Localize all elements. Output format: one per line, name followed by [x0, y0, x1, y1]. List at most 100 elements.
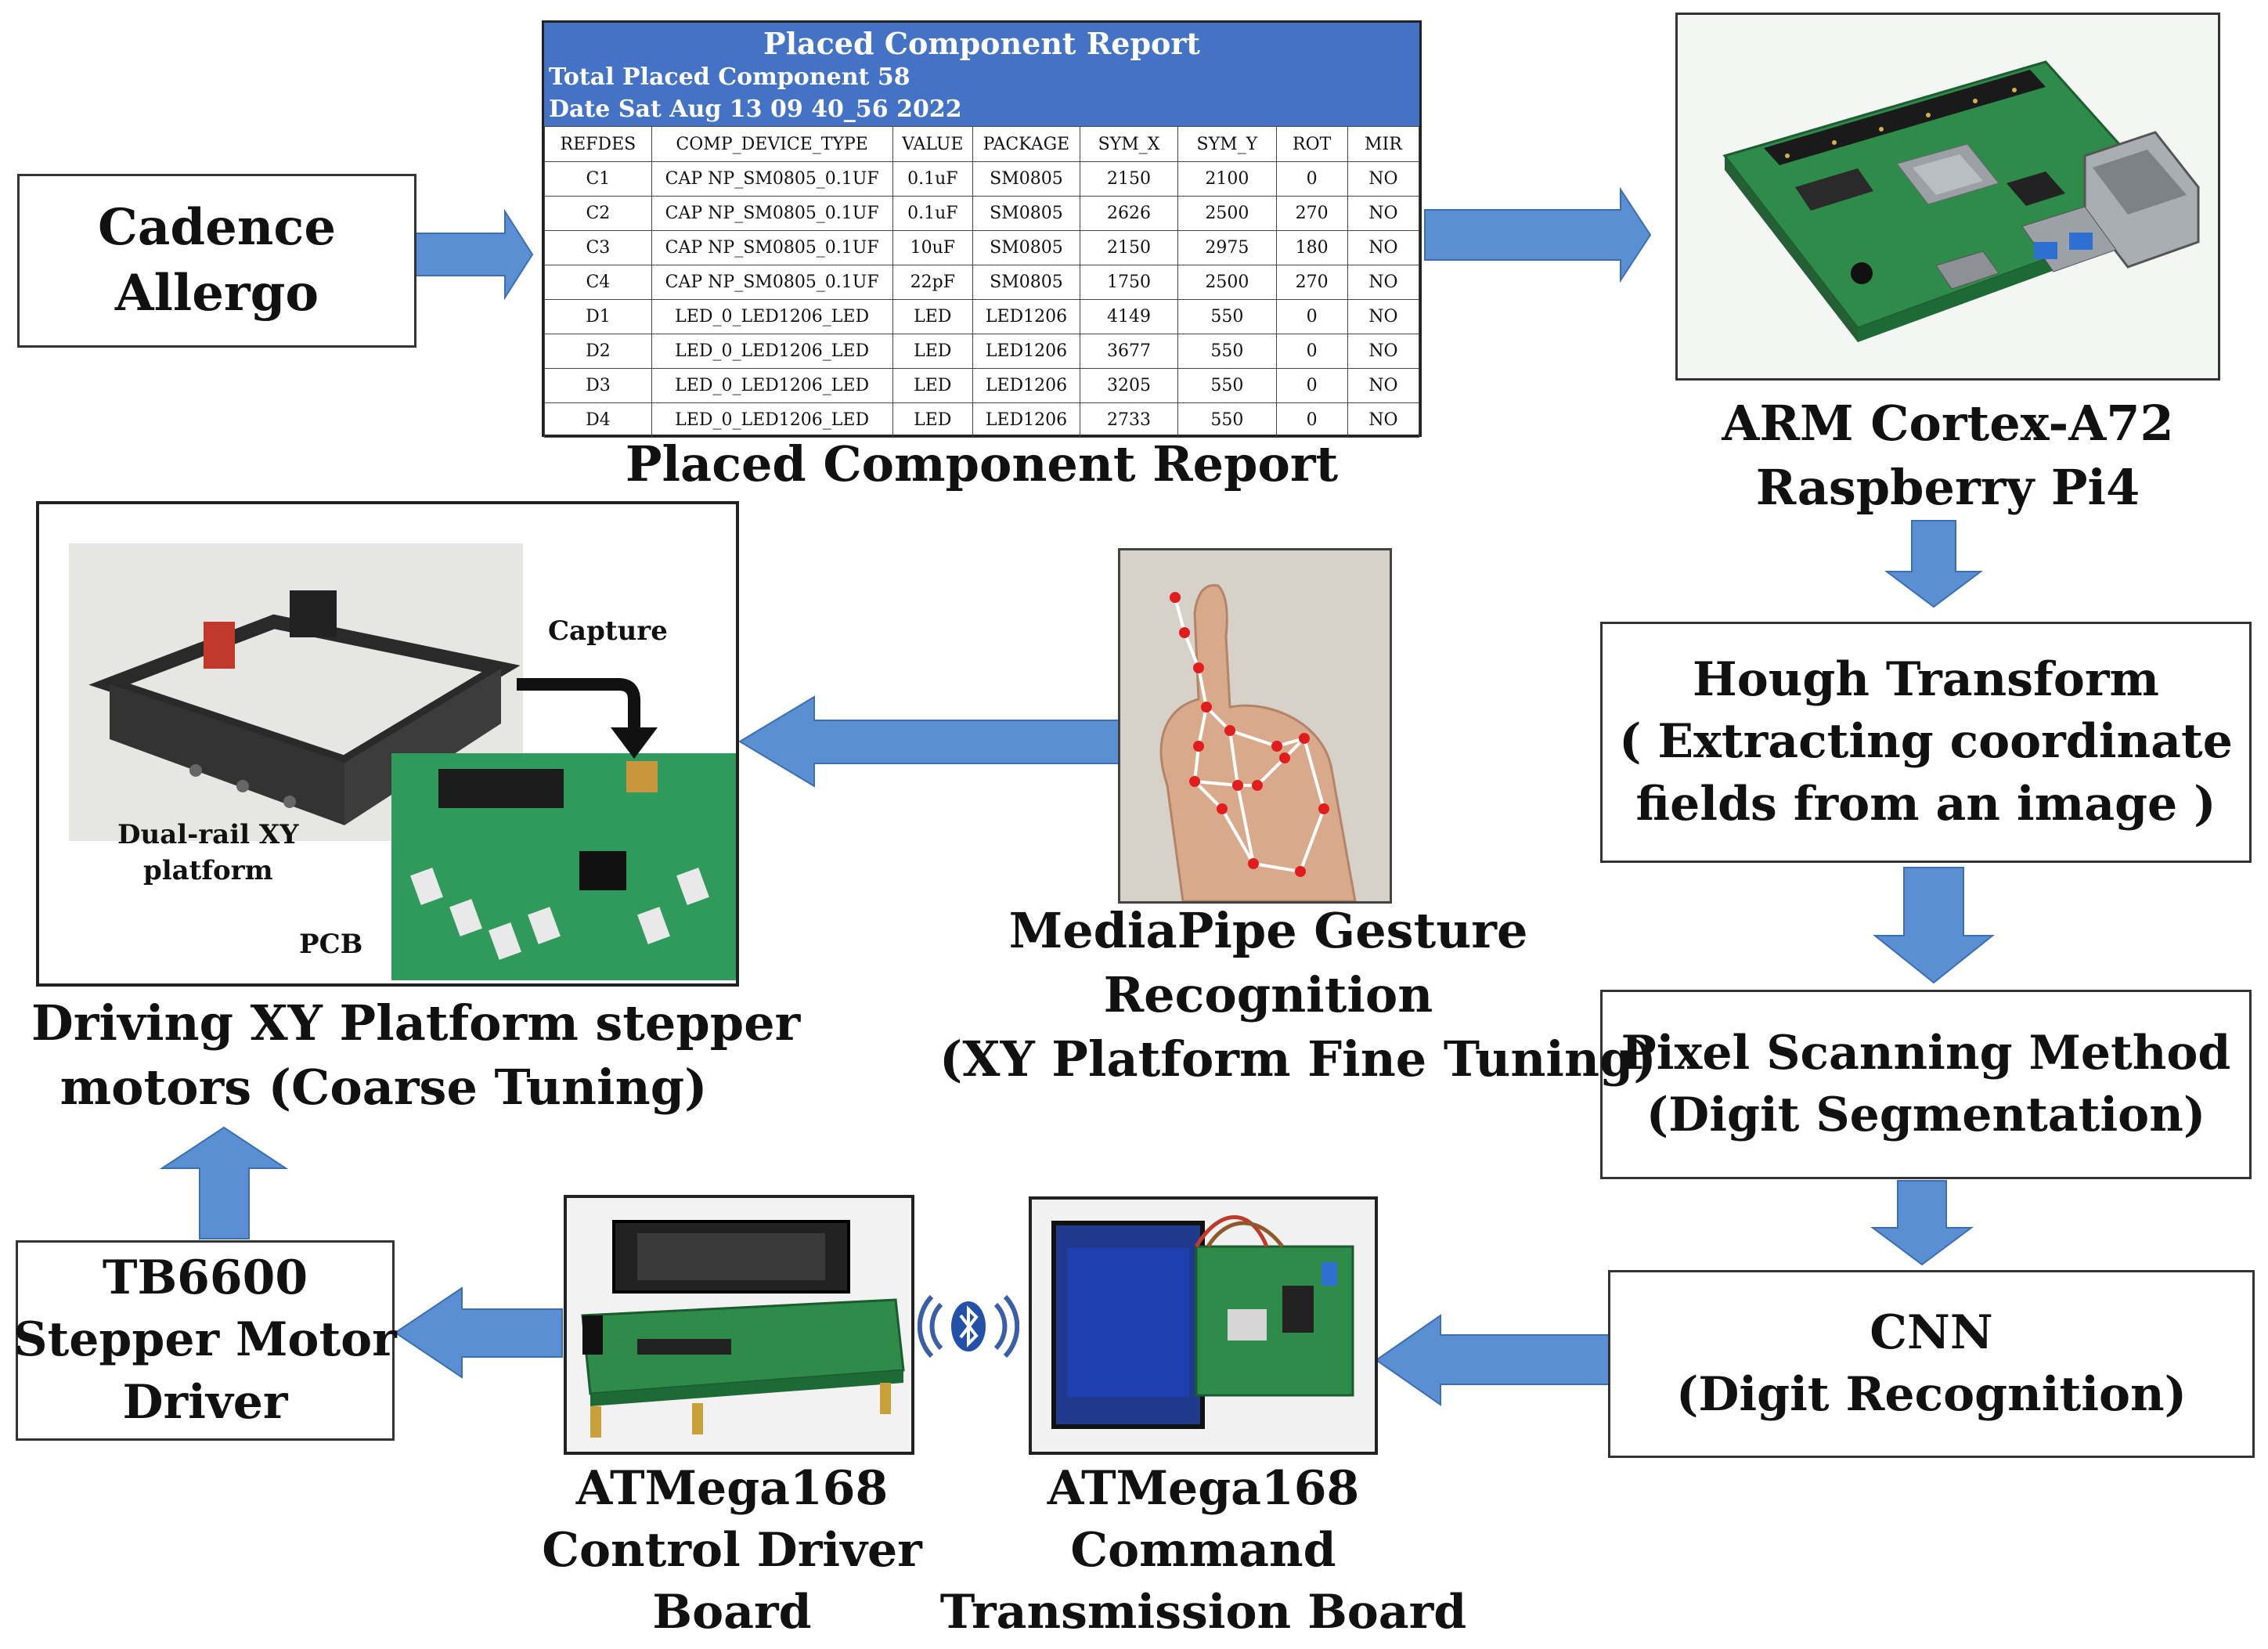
- report-cell: 2150: [1079, 161, 1179, 197]
- dual-rail-line2: platform: [142, 854, 273, 886]
- report-caption: Placed Component Report: [625, 435, 1339, 493]
- hough-title: Hough Transform: [1693, 652, 2159, 708]
- mediapipe-line1: MediaPipe Gesture: [1008, 902, 1528, 959]
- report-column-header: SYM_Y: [1177, 126, 1277, 162]
- report-cell: 2150: [1079, 230, 1179, 265]
- hough-line3: fields from an image ): [1635, 776, 2216, 832]
- report-cell: 2733: [1079, 402, 1179, 438]
- report-cell: D2: [544, 334, 652, 369]
- report-column-header: REFDES: [544, 126, 652, 162]
- pixel-title: Pixel Scanning Method: [1621, 1025, 2231, 1081]
- report-cell: 0: [1275, 334, 1348, 369]
- report-cell: 550: [1177, 368, 1277, 403]
- arrow-report-to-rpi: [1424, 186, 1652, 283]
- rpi-caption-line1: ARM Cortex-A72: [1722, 395, 2174, 452]
- mediapipe-line2: Recognition: [1103, 965, 1433, 1023]
- xy-platform-line2: motors (Coarse Tuning): [59, 1058, 708, 1116]
- mediapipe-hand-image: [1118, 548, 1392, 904]
- report-cell: NO: [1347, 402, 1420, 438]
- report-cell: LED1206: [972, 334, 1080, 369]
- report-cell: 4149: [1079, 299, 1179, 334]
- report-cell: D1: [544, 299, 652, 334]
- report-date-line: Date Sat Aug 13 09 40_56 2022: [549, 96, 962, 123]
- report-cell: NO: [1347, 196, 1420, 231]
- cadence-allergo-box: Cadence Allergo: [17, 174, 416, 348]
- control-board-image: [564, 1195, 914, 1455]
- report-cell: 2975: [1177, 230, 1277, 265]
- report-cell: LED: [892, 334, 974, 369]
- raspberry-pi-board-icon: [1722, 60, 2200, 342]
- report-cell: LED_0_LED1206_LED: [651, 368, 893, 403]
- arrow-control-to-tb6600: [394, 1286, 563, 1379]
- control-board-line3: Board: [652, 1585, 812, 1640]
- report-column-header: COMP_DEVICE_TYPE: [651, 126, 893, 162]
- bluetooth-icon: [918, 1294, 1019, 1359]
- report-cell: LED_0_LED1206_LED: [651, 299, 893, 334]
- report-cell: LED1206: [972, 368, 1080, 403]
- report-cell: C3: [544, 230, 652, 265]
- placed-component-report: Placed Component Report Total Placed Com…: [542, 20, 1422, 438]
- pcb-board-icon: [391, 753, 736, 980]
- tb6600-box: TB6600 Stepper Motor Driver: [13, 1240, 397, 1441]
- rpi-caption: ARM Cortex-A72 Raspberry Pi4: [1675, 392, 2220, 520]
- report-cell: 550: [1177, 402, 1277, 438]
- arrow-mediapipe-to-platform: [738, 695, 1120, 788]
- report-cell: LED: [892, 299, 974, 334]
- report-cell: NO: [1347, 230, 1420, 265]
- hough-line2: ( Extracting coordinate: [1619, 714, 2233, 770]
- command-board-line1: ATMega168: [1047, 1461, 1360, 1516]
- report-column-header: PACKAGE: [972, 126, 1080, 162]
- tb6600-line3: Driver: [122, 1374, 288, 1430]
- arrow-rpi-to-hough: [1884, 520, 1983, 608]
- report-cell: CAP NP_SM0805_0.1UF: [651, 161, 893, 197]
- hand-landmarks-icon: [1159, 583, 1357, 901]
- tb6600-line1: TB6600: [102, 1250, 308, 1306]
- arrow-hough-to-pixel: [1873, 867, 1995, 984]
- dual-rail-label: Dual-rail XY platform: [117, 817, 299, 889]
- report-cell: D3: [544, 368, 652, 403]
- report-cell: 2100: [1177, 161, 1277, 197]
- pixel-scanning-box: Pixel Scanning Method (Digit Segmentatio…: [1600, 990, 2252, 1179]
- report-cell: 0.1uF: [892, 196, 974, 231]
- report-cell: C2: [544, 196, 652, 231]
- report-cell: LED1206: [972, 402, 1080, 438]
- report-cell: 180: [1275, 230, 1348, 265]
- report-cell: 0: [1275, 299, 1348, 334]
- cnn-line2: (Digit Recognition): [1675, 1367, 2187, 1422]
- report-cell: 0: [1275, 161, 1348, 197]
- report-cell: 2626: [1079, 196, 1179, 231]
- arrow-cadence-to-report: [414, 208, 534, 301]
- command-board-line2: Command: [1070, 1523, 1336, 1579]
- report-header: Placed Component Report Total Placed Com…: [544, 23, 1419, 126]
- report-cell: 2500: [1177, 196, 1277, 231]
- pcb-image: [391, 753, 736, 980]
- report-cell: LED_0_LED1206_LED: [651, 334, 893, 369]
- report-cell: CAP NP_SM0805_0.1UF: [651, 196, 893, 231]
- command-board-caption: ATMega168 Command Transmission Board: [939, 1458, 1467, 1644]
- report-total-line: Total Placed Component 58: [549, 63, 910, 91]
- mediapipe-caption: MediaPipe Gesture Recognition (XY Platfo…: [939, 899, 1657, 1091]
- report-cell: CAP NP_SM0805_0.1UF: [651, 230, 893, 265]
- command-board-icon: [1051, 1215, 1354, 1429]
- report-cell: 0.1uF: [892, 161, 974, 197]
- report-cell: NO: [1347, 299, 1420, 334]
- report-cell: SM0805: [972, 265, 1080, 300]
- rpi-caption-line2: Raspberry Pi4: [1755, 458, 2140, 516]
- report-cell: SM0805: [972, 161, 1080, 197]
- report-column-header: MIR: [1347, 126, 1420, 162]
- report-cell: 550: [1177, 334, 1277, 369]
- report-column-header: VALUE: [892, 126, 974, 162]
- capture-label: Capture: [548, 615, 668, 647]
- arrow-tb6600-to-platform: [159, 1126, 289, 1239]
- report-cell: NO: [1347, 368, 1420, 403]
- arrow-pixel-to-cnn: [1870, 1180, 1974, 1266]
